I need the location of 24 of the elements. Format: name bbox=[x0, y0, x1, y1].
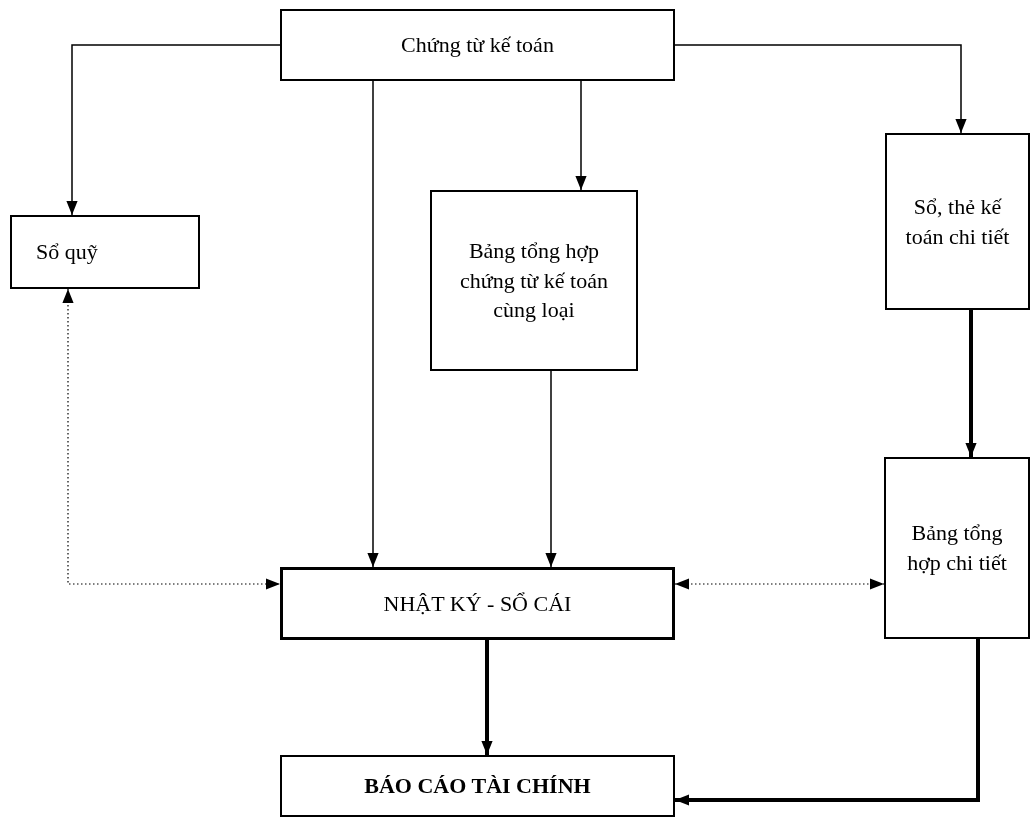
arrow bbox=[545, 370, 557, 568]
box-label: Sổ quỹ bbox=[36, 238, 98, 267]
box-label: BÁO CÁO TÀI CHÍNH bbox=[364, 772, 591, 801]
process-box bbox=[280, 9, 675, 81]
box-label: Bảng tổng hợp chứng từ kế toán cùng loại bbox=[459, 236, 609, 325]
dotted-arrow bbox=[674, 578, 885, 590]
arrow bbox=[367, 80, 379, 568]
box-label: NHẬT KÝ - SỔ CÁI bbox=[383, 589, 572, 618]
arrow bbox=[674, 44, 967, 134]
double-arrow bbox=[675, 639, 980, 806]
box-label: Bảng tổng hợp chi tiết bbox=[906, 519, 1008, 577]
process-box bbox=[884, 457, 1030, 639]
box-label: Chứng từ kế toán bbox=[401, 31, 554, 60]
box-label: Sổ, thẻ kế toán chi tiết bbox=[904, 192, 1011, 251]
process-box bbox=[10, 215, 200, 289]
process-box bbox=[280, 567, 675, 640]
dotted-arrow bbox=[62, 288, 281, 590]
process-box bbox=[430, 190, 638, 371]
arrow bbox=[575, 80, 587, 191]
double-arrow bbox=[481, 640, 493, 755]
double-arrow bbox=[965, 310, 977, 457]
process-box bbox=[280, 755, 675, 817]
process-box bbox=[885, 133, 1030, 310]
arrow bbox=[66, 44, 281, 216]
